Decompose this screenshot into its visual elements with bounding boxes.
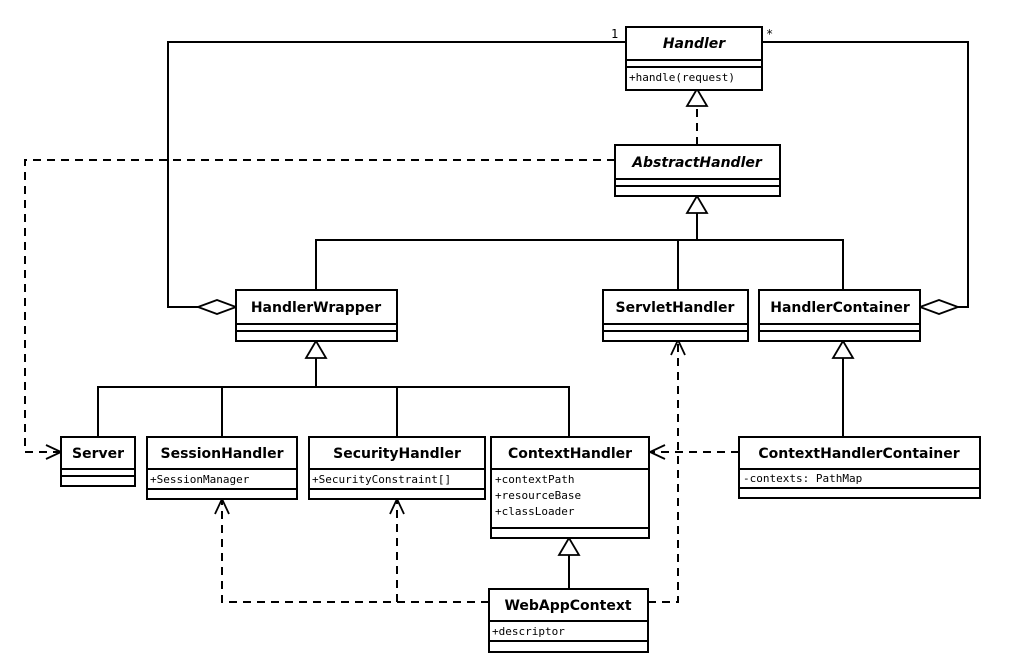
diamond-handler-container — [917, 299, 961, 315]
class-handler-wrapper-title: HandlerWrapper — [251, 300, 381, 316]
class-handler: Handler +handle(request) — [625, 26, 763, 91]
class-handler-container: HandlerContainer — [758, 289, 921, 342]
class-webapp-context-member: +descriptor — [492, 625, 565, 638]
class-handler-wrapper: HandlerWrapper — [235, 289, 398, 342]
class-servlet-handler: ServletHandler — [602, 289, 749, 342]
connectors — [24, 41, 969, 603]
class-servlet-handler-title: ServletHandler — [616, 300, 735, 316]
class-handler-member: +handle(request) — [629, 71, 735, 84]
class-session-handler-title: SessionHandler — [161, 446, 284, 462]
generalization-arrowhead-wrapper — [304, 339, 328, 359]
class-handler-container-title: HandlerContainer — [770, 300, 910, 316]
class-webapp-context: WebAppContext +descriptor — [488, 588, 649, 653]
realization-arrowhead — [685, 87, 709, 107]
class-context-handler-member: +classLoader — [495, 505, 575, 518]
generalization-arrowhead-container — [831, 339, 855, 359]
class-server-title: Server — [72, 446, 124, 462]
class-abstract-handler-title: AbstractHandler — [631, 155, 763, 171]
class-context-handler-member: +resourceBase — [495, 489, 581, 502]
dependency-webapp-session — [221, 500, 489, 603]
aggregation-container-handler — [762, 41, 969, 308]
class-session-handler-member: +SessionManager — [150, 473, 250, 486]
class-webapp-context-title: WebAppContext — [504, 598, 631, 614]
generalization-bus-wrapper — [97, 386, 570, 437]
dependency-webapp-servlet — [648, 341, 679, 603]
class-security-handler-title: SecurityHandler — [333, 446, 461, 462]
generalization-arrowhead-context — [557, 536, 581, 556]
aggregation-wrapper-handler — [167, 41, 626, 308]
class-security-handler-member: +SecurityConstraint[] — [312, 473, 451, 486]
class-context-handler-title: ContextHandler — [508, 446, 632, 462]
class-context-handler-container-title: ContextHandlerContainer — [758, 446, 959, 462]
class-context-handler-member: +contextPath — [495, 473, 574, 486]
class-abstract-handler: AbstractHandler — [614, 144, 781, 197]
generalization-arrowhead-abstract — [685, 194, 709, 214]
class-context-handler-container: ContextHandlerContainer -contexts: PathM… — [738, 436, 981, 499]
class-handler-title: Handler — [663, 36, 726, 52]
multiplicity-many: * — [766, 27, 773, 41]
multiplicity-one: 1 — [611, 27, 618, 41]
class-security-handler: SecurityHandler +SecurityConstraint[] — [308, 436, 486, 500]
dependency-abstract-server — [24, 159, 615, 453]
generalization-bus-abstract — [315, 239, 844, 290]
diamond-handler-wrapper — [195, 299, 239, 315]
class-context-handler: ContextHandler +contextPath +resourceBas… — [490, 436, 650, 539]
class-context-handler-container-member: -contexts: PathMap — [743, 472, 862, 485]
class-server: Server — [60, 436, 136, 487]
class-session-handler: SessionHandler +SessionManager — [146, 436, 298, 500]
